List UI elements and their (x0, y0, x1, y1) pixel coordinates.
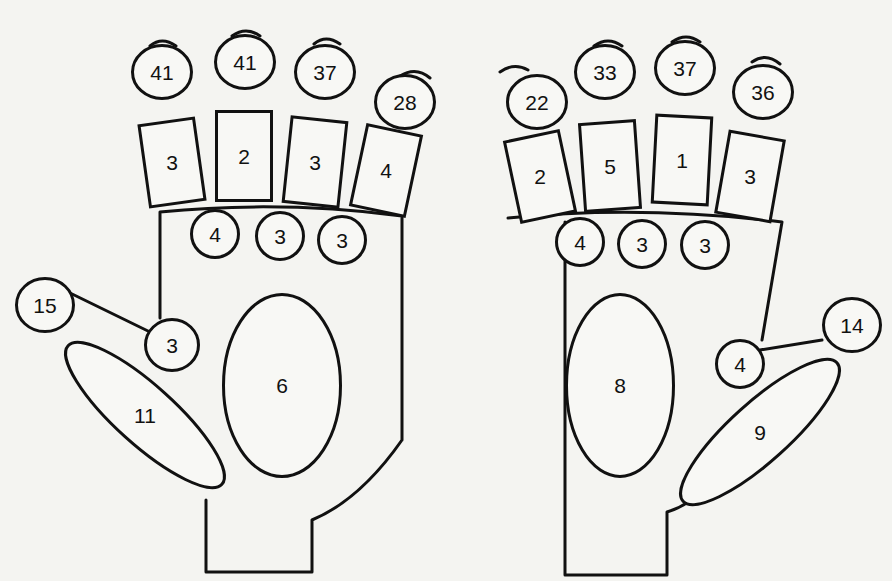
count-number: 4 (734, 354, 746, 375)
count-number: 3 (274, 226, 286, 247)
node-shape (283, 117, 347, 207)
count-number: 41 (233, 52, 256, 73)
count-number: 14 (840, 315, 863, 336)
count-number: 3 (166, 152, 178, 173)
count-circle: 11 (40, 384, 250, 446)
count-circle: 3 (144, 318, 200, 372)
count-circle: 4 (555, 217, 605, 267)
node-shape (192, 211, 239, 258)
count-circle: 41 (131, 44, 193, 100)
count-circle: 36 (732, 64, 794, 120)
count-number: 22 (525, 92, 548, 113)
count-circle: 3 (255, 211, 305, 261)
phalanx-box: 3 (721, 134, 779, 219)
count-number: 37 (673, 58, 696, 79)
node-shape (17, 279, 74, 332)
count-number: 3 (166, 335, 178, 356)
phalanx-box: 1 (653, 115, 711, 205)
node-shape (656, 42, 715, 95)
count-number: 15 (33, 295, 56, 316)
phalanx-box: 2 (215, 110, 273, 202)
node-shape (580, 121, 641, 212)
node-shape (224, 294, 341, 476)
node-shape (619, 221, 666, 268)
count-number: 3 (336, 230, 348, 251)
phalanx-box: 3 (286, 118, 344, 206)
count-number: 36 (751, 82, 774, 103)
count-number: 4 (574, 232, 586, 253)
node-shape (505, 130, 576, 222)
count-circle: 37 (294, 44, 356, 100)
node-shape (652, 115, 711, 205)
count-number: 28 (393, 92, 416, 113)
count-circle: 28 (374, 74, 436, 130)
node-shape (296, 46, 355, 99)
node-shape (257, 213, 304, 260)
count-circle: 15 (15, 277, 75, 333)
count-circle: 9 (655, 401, 865, 463)
count-circle: 3 (317, 215, 367, 265)
node-shape (508, 76, 567, 129)
node-shape (217, 112, 272, 201)
node-shape (557, 219, 604, 266)
count-number: 33 (593, 62, 616, 83)
count-circle: 41 (214, 34, 276, 90)
node-shape (146, 320, 199, 371)
count-number: 2 (238, 146, 250, 167)
count-number: 3 (309, 152, 321, 173)
count-circle: 14 (822, 297, 882, 353)
node-shape (376, 76, 435, 129)
count-number: 3 (699, 235, 711, 256)
phalanx-box: 2 (511, 134, 569, 219)
count-number: 4 (380, 160, 392, 181)
node-shape (567, 294, 674, 476)
count-number: 37 (313, 62, 336, 83)
node-shape (716, 131, 784, 221)
node-shape (824, 299, 881, 352)
count-number: 6 (276, 375, 288, 396)
count-circle: 4 (715, 339, 765, 389)
count-number: 11 (134, 405, 156, 426)
count-number: 41 (150, 62, 173, 83)
count-number: 9 (754, 422, 766, 443)
count-circle: 6 (222, 293, 342, 478)
phalanx-box: 5 (581, 121, 639, 211)
count-circle: 37 (654, 40, 716, 96)
count-number: 3 (636, 234, 648, 255)
node-shape (319, 217, 366, 264)
node-shape (717, 341, 764, 388)
count-circle: 4 (190, 209, 240, 259)
node-shape (734, 66, 793, 119)
count-number: 5 (604, 156, 616, 177)
node-shape (133, 46, 192, 99)
node-shape (682, 222, 729, 269)
count-number: 1 (676, 150, 688, 171)
node-shape (216, 36, 275, 89)
node-shape (663, 341, 856, 523)
count-circle: 3 (680, 220, 730, 270)
count-circle: 22 (506, 74, 568, 130)
node-shape (48, 324, 241, 506)
node-shape (576, 46, 635, 99)
phalanx-box: 3 (143, 120, 201, 205)
node-shape (139, 118, 205, 207)
node-shape (351, 124, 422, 216)
phalanx-box: 4 (357, 128, 415, 213)
count-number: 3 (744, 166, 756, 187)
count-circle: 33 (574, 44, 636, 100)
count-circle: 3 (617, 219, 667, 269)
count-number: 2 (534, 166, 546, 187)
count-number: 4 (209, 224, 221, 245)
count-circle: 8 (565, 293, 675, 478)
count-number: 8 (614, 375, 626, 396)
